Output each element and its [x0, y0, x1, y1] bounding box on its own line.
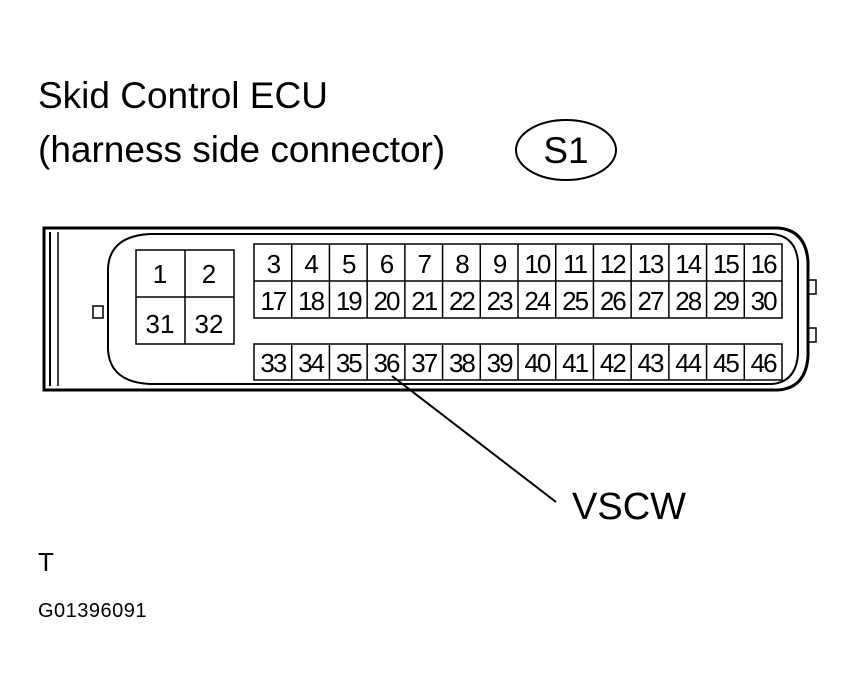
pin-40: 40 — [524, 348, 550, 378]
right-tab-upper — [807, 279, 817, 295]
pin-38: 38 — [449, 348, 475, 378]
pin-30: 30 — [751, 286, 777, 316]
connector-id: S1 — [543, 130, 588, 171]
pin-3: 3 — [267, 249, 281, 279]
lower-pin-grid: 33 34 35 36 37 38 39 40 41 42 43 44 45 46 — [253, 343, 783, 381]
pin-12: 12 — [600, 249, 626, 279]
housing-latch — [92, 305, 104, 319]
pin-43: 43 — [638, 348, 664, 378]
pin-14: 14 — [675, 249, 701, 279]
pin-39: 39 — [487, 348, 513, 378]
pin-11: 11 — [563, 249, 588, 279]
footer-letter: T — [38, 547, 54, 577]
pin-19: 19 — [336, 286, 362, 316]
connector-pin-face — [107, 233, 799, 385]
pin-21: 21 — [411, 286, 437, 316]
pin-24: 24 — [524, 286, 550, 316]
pin-25: 25 — [562, 286, 588, 316]
pin-27: 27 — [638, 286, 664, 316]
pin-36: 36 — [374, 348, 400, 378]
figure-code: G01396091 — [38, 600, 147, 622]
right-tab-lower — [807, 327, 817, 343]
left-pin-block: 1 2 31 32 — [135, 249, 235, 345]
pin-8: 8 — [455, 249, 469, 279]
pin-41: 41 — [562, 348, 588, 378]
pin-22: 22 — [449, 286, 475, 316]
pin-17: 17 — [260, 286, 286, 316]
pin-1: 1 — [153, 259, 167, 289]
pin-23: 23 — [487, 286, 513, 316]
pin-35: 35 — [336, 348, 362, 378]
pin-42: 42 — [600, 348, 626, 378]
pin-2: 2 — [202, 259, 216, 289]
pin-4: 4 — [304, 249, 318, 279]
pin-6: 6 — [380, 249, 394, 279]
callout-label: VSCW — [572, 486, 686, 528]
pin-9: 9 — [493, 249, 507, 279]
pin-34: 34 — [298, 348, 324, 378]
pin-28: 28 — [675, 286, 701, 316]
pin-26: 26 — [600, 286, 626, 316]
callout-leader-line — [391, 375, 557, 503]
pin-18: 18 — [298, 286, 324, 316]
pin-37: 37 — [411, 348, 437, 378]
pin-15: 15 — [713, 249, 739, 279]
pin-7: 7 — [417, 249, 431, 279]
pin-20: 20 — [374, 286, 400, 316]
pin-33: 33 — [260, 348, 286, 378]
pin-44: 44 — [675, 348, 701, 378]
pin-46: 46 — [751, 348, 777, 378]
pin-45: 45 — [713, 348, 739, 378]
pin-29: 29 — [713, 286, 739, 316]
pin-10: 10 — [524, 249, 550, 279]
connector-housing — [42, 226, 810, 392]
title-line-1: Skid Control ECU — [38, 75, 328, 116]
pin-5: 5 — [342, 249, 356, 279]
pin-32: 32 — [195, 309, 224, 339]
title-line-2: (harness side connector) — [38, 129, 445, 170]
pin-13: 13 — [638, 249, 664, 279]
connector-id-ellipse — [515, 119, 617, 181]
pin-16: 16 — [751, 249, 777, 279]
pin-31: 31 — [146, 309, 175, 339]
